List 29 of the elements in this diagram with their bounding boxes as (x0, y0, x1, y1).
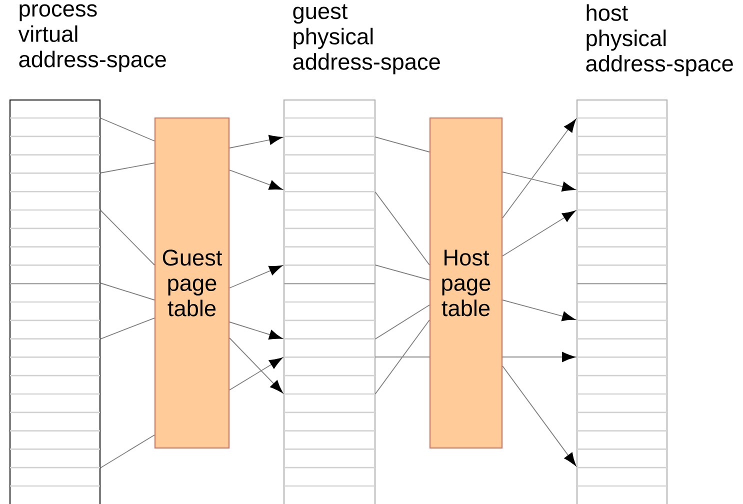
mapping-arrow (502, 172, 576, 192)
mapping-line (100, 318, 155, 340)
page-table-box: Host page table (429, 117, 503, 449)
mapping-line (100, 434, 155, 468)
mapping-line (374, 192, 430, 266)
mapping-arrow (502, 366, 576, 466)
mapping-line (374, 264, 430, 280)
mapping-line (374, 136, 430, 152)
mapping-arrow (502, 210, 576, 256)
mapping-arrow (229, 170, 282, 190)
mapping-line (374, 356, 430, 358)
mapping-line (374, 304, 430, 340)
mapping-arrow (502, 300, 576, 322)
mapping-arrow (229, 265, 282, 288)
page-table-box: Guest page table (154, 117, 230, 449)
mapping-line (374, 320, 430, 394)
column-heading: process virtual address-space (18, 4, 166, 72)
mapping-arrow (229, 322, 282, 340)
mapping-line (100, 162, 155, 174)
mapping-arrow (502, 119, 576, 218)
column-heading: guest physical address-space (293, 4, 440, 74)
mapping-line (100, 282, 155, 300)
column-heading: host physical address-space (586, 4, 733, 76)
mapping-arrow (229, 338, 283, 394)
mapping-line (100, 210, 155, 266)
mapping-line (100, 118, 155, 142)
mapping-arrow (229, 358, 283, 390)
mapping-arrow (502, 352, 576, 362)
mapping-arrow (229, 134, 282, 148)
